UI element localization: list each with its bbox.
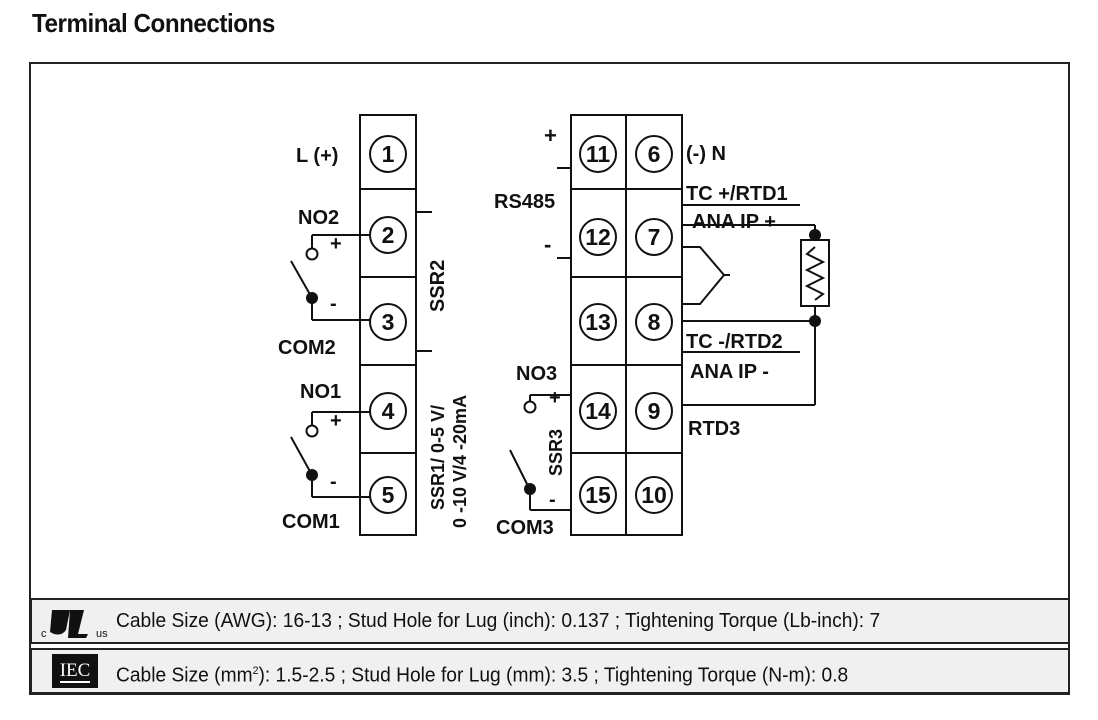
diagram-panel: [29, 62, 1070, 695]
label-rs485-plus: +: [544, 123, 557, 148]
terminal-label-6: 6: [648, 141, 661, 167]
terminal-label-7: 7: [648, 224, 661, 250]
terminal-diagram: 1 2 3 4 5 11 12 13 14 15 6 7 8 9 10 L (+…: [278, 114, 830, 539]
label-no3-minus: -: [549, 489, 556, 511]
label-rs485-minus: -: [544, 232, 551, 257]
label-tc-plus: TC +/RTD1: [686, 183, 788, 205]
iec-spec-text: Cable Size (mm2): 1.5-2.5 ; Stud Hole fo…: [116, 650, 848, 697]
terminal-label-5: 5: [382, 482, 395, 508]
ul-logo-us: us: [96, 628, 108, 640]
label-com1: COM1: [282, 511, 340, 533]
terminal-13: [579, 303, 617, 341]
terminal-label-3: 3: [382, 309, 395, 335]
iec-logo-icon: IEC: [52, 654, 98, 688]
label-rtd3: RTD3: [688, 418, 740, 440]
terminal-12: [579, 218, 617, 256]
page-title: Terminal Connections: [32, 8, 275, 38]
terminal-label-1: 1: [382, 141, 395, 167]
label-ssr1-line1: SSR1/ 0-5 V/: [428, 405, 448, 510]
label-no2-plus: +: [330, 233, 342, 255]
left-terminal-strip: [359, 114, 417, 536]
terminal-label-14: 14: [585, 398, 611, 424]
label-ana-ip-plus: ANA IP +: [692, 211, 776, 233]
terminal-label-2: 2: [382, 222, 395, 248]
label-neutral: (-) N: [686, 143, 726, 165]
label-no1-minus: -: [330, 471, 337, 493]
label-l-plus: L (+): [296, 145, 338, 167]
terminal-15: [579, 476, 617, 514]
label-no3: NO3: [516, 363, 557, 385]
label-no1: NO1: [300, 381, 341, 403]
terminal-label-4: 4: [382, 398, 395, 424]
terminal-label-8: 8: [648, 309, 661, 335]
label-com2: COM2: [278, 337, 336, 359]
label-tc-minus: TC -/RTD2: [686, 331, 783, 353]
iec-text-post: ): 1.5-2.5 ; Stud Hole for Lug (mm): 3.5…: [258, 664, 849, 687]
iec-spec-row: IEC Cable Size (mm2): 1.5-2.5 ; Stud Hol…: [30, 648, 1070, 694]
label-no2-minus: -: [330, 293, 337, 315]
terminal-3: [369, 303, 407, 341]
terminal-11: [579, 135, 617, 173]
label-ssr2: SSR2: [427, 260, 449, 312]
terminal-label-11: 11: [586, 141, 611, 167]
label-no2: NO2: [298, 207, 339, 229]
terminal-9: [635, 392, 673, 430]
terminal-label-12: 12: [585, 224, 611, 250]
terminal-1: [369, 135, 407, 173]
label-com3: COM3: [496, 517, 554, 539]
terminal-label-10: 10: [641, 482, 667, 508]
terminal-label-15: 15: [585, 482, 611, 508]
ul-logo-c: c: [41, 628, 47, 640]
iec-logo-text: IEC: [59, 660, 91, 683]
ul-listed-icon: c us: [41, 610, 108, 640]
label-rs485: RS485: [494, 191, 555, 213]
terminal-6: [635, 135, 673, 173]
terminal-10: [635, 476, 673, 514]
terminal-14: [579, 392, 617, 430]
label-no1-plus: +: [330, 410, 342, 432]
terminal-label-13: 13: [585, 309, 611, 335]
ul-spec-text: Cable Size (AWG): 16-13 ; Stud Hole for …: [116, 610, 881, 632]
terminal-5: [369, 476, 407, 514]
label-ana-ip-minus: ANA IP -: [690, 361, 769, 383]
ul-spec-row: c us Cable Size (AWG): 16-13 ; Stud Hole…: [30, 598, 1070, 644]
terminal-8: [635, 303, 673, 341]
label-ssr3: SSR3: [546, 429, 566, 476]
iec-text-pre: Cable Size (mm: [116, 664, 253, 687]
label-ssr1-line2: 0 -10 V/4 -20mA: [450, 395, 470, 528]
terminal-label-9: 9: [648, 398, 661, 424]
iec-text-sup: 2: [252, 665, 259, 677]
terminal-7: [635, 218, 673, 256]
label-no3-plus: +: [549, 387, 561, 409]
